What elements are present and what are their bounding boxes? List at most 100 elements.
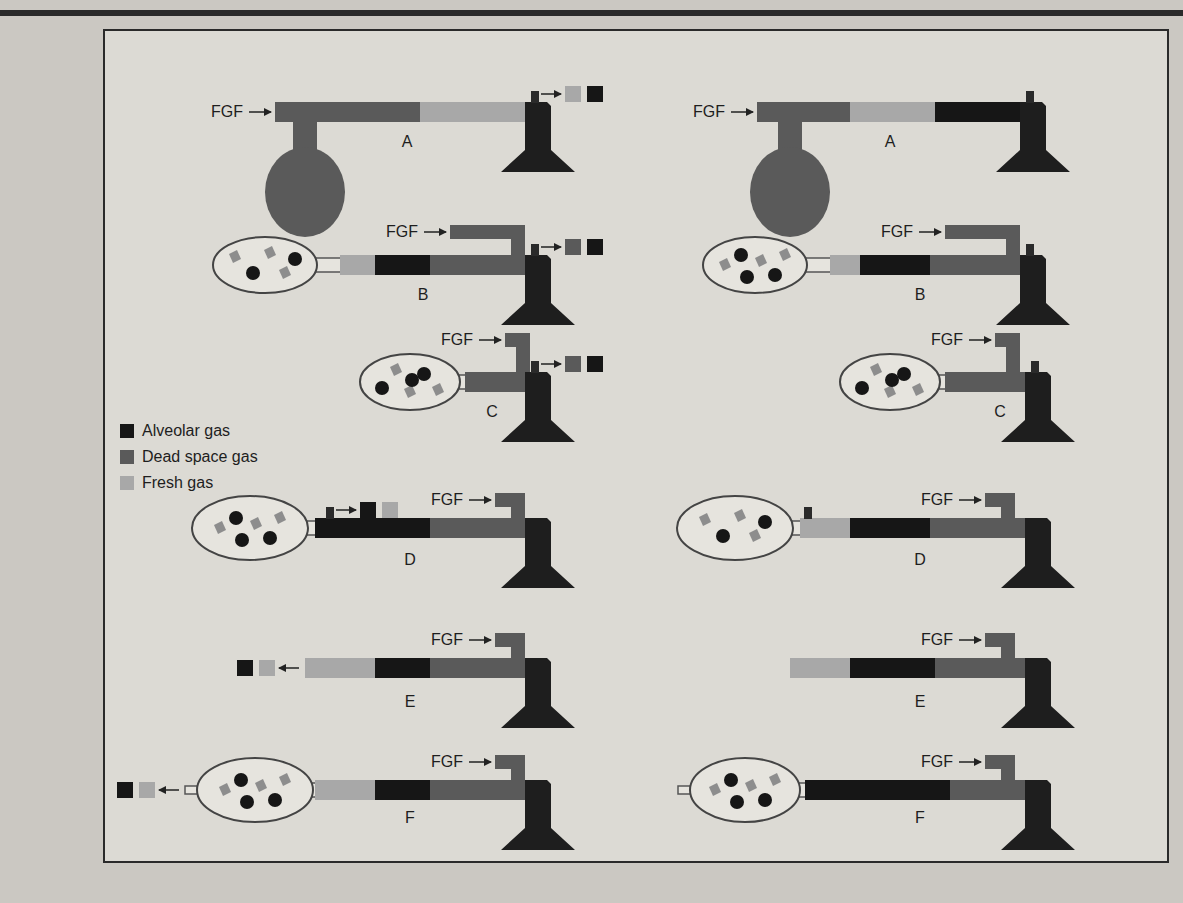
gas-particle bbox=[214, 521, 226, 534]
gas-particle bbox=[250, 517, 262, 530]
exhaled-gas-square bbox=[587, 86, 603, 102]
exhaled-gas-square bbox=[565, 86, 581, 102]
tube-gas-segment bbox=[305, 658, 376, 678]
fgf-arrow bbox=[469, 499, 491, 501]
fresh-gas-inlet bbox=[511, 633, 525, 659]
tube-gas-segment bbox=[375, 780, 431, 800]
circuit-letter: D bbox=[404, 551, 416, 569]
fgf-arrow bbox=[479, 339, 501, 341]
gas-particle bbox=[279, 773, 291, 786]
reservoir-bag bbox=[265, 147, 345, 237]
alveolar-gas-particle bbox=[768, 268, 782, 282]
fgf-arrow bbox=[959, 499, 981, 501]
face-mask bbox=[996, 102, 1070, 172]
face-mask bbox=[501, 372, 575, 442]
alveolar-gas-particle bbox=[740, 270, 754, 284]
gas-particle bbox=[779, 248, 791, 261]
fresh-gas-inlet bbox=[511, 755, 525, 781]
gas-particle bbox=[279, 266, 291, 279]
reservoir-bag bbox=[750, 147, 830, 237]
alveolar-gas-particle bbox=[240, 795, 254, 809]
fgf-arrow bbox=[959, 639, 981, 641]
breathing-circuit bbox=[117, 755, 575, 850]
legend-row: Fresh gas bbox=[120, 474, 213, 492]
expiratory-valve bbox=[804, 507, 812, 519]
face-mask bbox=[1001, 780, 1075, 850]
fgf-label: FGF bbox=[211, 103, 243, 121]
fgf-label: FGF bbox=[931, 331, 963, 349]
fresh-gas-inlet bbox=[511, 493, 525, 519]
alveolar-gas-particle bbox=[263, 531, 277, 545]
fresh-gas-inlet bbox=[516, 333, 530, 373]
gas-particle bbox=[719, 258, 731, 271]
reservoir-bag bbox=[840, 354, 940, 410]
breathing-circuit bbox=[237, 633, 575, 728]
reservoir-bag bbox=[360, 354, 460, 410]
exhaled-gas-square bbox=[382, 502, 398, 518]
face-mask bbox=[501, 658, 575, 728]
alveolar-gas-particle bbox=[734, 248, 748, 262]
circuit-letter: E bbox=[405, 693, 416, 711]
face-mask bbox=[501, 255, 575, 325]
reservoir-bag bbox=[192, 496, 308, 560]
tube-gas-segment bbox=[315, 780, 376, 800]
fgf-label: FGF bbox=[921, 491, 953, 509]
alveolar-gas-particle bbox=[897, 367, 911, 381]
alveolar-gas-particle bbox=[235, 533, 249, 547]
fresh-gas-inlet bbox=[511, 225, 525, 256]
fgf-arrow bbox=[469, 639, 491, 641]
fgf-label: FGF bbox=[441, 331, 473, 349]
alveolar-gas-particle bbox=[234, 773, 248, 787]
expiratory-valve bbox=[531, 361, 539, 373]
exhaust-arrow bbox=[279, 667, 299, 669]
gas-particle bbox=[884, 385, 896, 398]
gas-particle bbox=[274, 511, 286, 524]
face-mask bbox=[1001, 658, 1075, 728]
gas-particle bbox=[699, 513, 711, 526]
alveolar-gas-particle bbox=[758, 515, 772, 529]
reservoir-bag bbox=[690, 758, 800, 822]
reservoir-bag bbox=[677, 496, 793, 560]
fresh-gas-inlet bbox=[1001, 493, 1015, 519]
gas-particle bbox=[769, 773, 781, 786]
fgf-label: FGF bbox=[921, 753, 953, 771]
tube-gas-segment bbox=[830, 255, 861, 275]
face-mask bbox=[996, 255, 1070, 325]
breathing-circuit bbox=[249, 86, 603, 237]
gas-particle bbox=[404, 385, 416, 398]
gas-particle bbox=[912, 383, 924, 396]
alveolar-gas-particle bbox=[405, 373, 419, 387]
breathing-circuit bbox=[360, 333, 603, 442]
alveolar-gas-particle bbox=[417, 367, 431, 381]
gas-particle bbox=[219, 783, 231, 796]
fgf-label: FGF bbox=[386, 223, 418, 241]
fgf-label: FGF bbox=[431, 753, 463, 771]
tube-gas-segment bbox=[757, 102, 851, 122]
legend-text: Dead space gas bbox=[142, 448, 258, 466]
face-mask bbox=[1001, 372, 1075, 442]
exhaled-gas-square bbox=[117, 782, 133, 798]
fresh-gas-inlet bbox=[1001, 633, 1015, 659]
gas-particle bbox=[264, 246, 276, 259]
circuit-letter: A bbox=[885, 133, 896, 151]
circuit-letter: F bbox=[405, 809, 415, 827]
legend-text: Alveolar gas bbox=[142, 422, 230, 440]
face-mask bbox=[501, 518, 575, 588]
gas-particle bbox=[749, 529, 761, 542]
circuit-letter: B bbox=[915, 286, 926, 304]
breathing-circuit bbox=[678, 755, 1075, 850]
alveolar-gas-particle bbox=[229, 511, 243, 525]
fgf-arrow bbox=[919, 231, 941, 233]
circuit-letter: C bbox=[486, 403, 498, 421]
alveolar-gas-particle bbox=[885, 373, 899, 387]
fgf-label: FGF bbox=[431, 631, 463, 649]
circuit-letter: B bbox=[418, 286, 429, 304]
exhaled-gas-square bbox=[565, 356, 581, 372]
tube-gas-segment bbox=[850, 102, 936, 122]
expiratory-valve bbox=[1031, 361, 1039, 373]
exhaled-gas-square bbox=[360, 502, 376, 518]
tube-gas-segment bbox=[375, 658, 431, 678]
tube-gas-segment bbox=[315, 518, 431, 538]
tube-gas-segment bbox=[375, 255, 431, 275]
fresh-gas-inlet bbox=[1001, 755, 1015, 781]
